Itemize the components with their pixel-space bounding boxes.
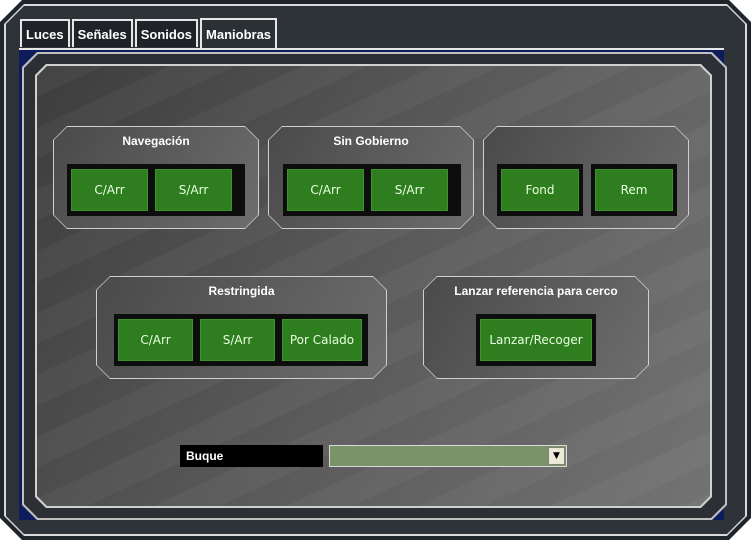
group-lanzar-referencia: Lanzar referencia para cerco Lanzar/Reco… <box>423 276 649 379</box>
sin-gobierno-carr-button[interactable]: C/Arr <box>287 169 364 211</box>
buque-select[interactable]: ▼ <box>329 445 567 467</box>
group-title: Sin Gobierno <box>333 134 409 148</box>
tab-senales[interactable]: Señales <box>71 19 133 47</box>
navegacion-sarr-button[interactable]: S/Arr <box>155 169 232 211</box>
group-title: Lanzar referencia para cerco <box>454 284 618 298</box>
button-row: C/Arr S/Arr <box>283 164 461 216</box>
sin-gobierno-sarr-button[interactable]: S/Arr <box>371 169 448 211</box>
tab-sonidos[interactable]: Sonidos <box>134 19 199 47</box>
lanzar-recoger-button[interactable]: Lanzar/Recoger <box>480 319 592 361</box>
rem-button[interactable]: Rem <box>595 169 673 211</box>
buque-label: Buque <box>180 445 323 467</box>
restringida-carr-button[interactable]: C/Arr <box>118 319 193 361</box>
group-fondeo: Fond Rem <box>483 126 689 229</box>
button-row: C/Arr S/Arr <box>67 164 245 216</box>
fond-button[interactable]: Fond <box>501 169 579 211</box>
tab-luces[interactable]: Luces <box>20 19 70 47</box>
group-restringida: Restringida C/Arr S/Arr Por Calado <box>96 276 387 379</box>
button-row: Fond Rem <box>497 164 677 216</box>
group-title: Restringida <box>208 284 275 298</box>
chevron-down-icon[interactable]: ▼ <box>548 447 565 465</box>
por-calado-button[interactable]: Por Calado <box>282 319 362 361</box>
button-row: Lanzar/Recoger <box>476 314 596 366</box>
fond-button-frame: Fond <box>497 164 583 216</box>
rem-button-frame: Rem <box>591 164 677 216</box>
group-title: Navegación <box>122 134 190 148</box>
group-navegacion: Navegación C/Arr S/Arr <box>53 126 259 229</box>
tab-maniobras[interactable]: Maniobras <box>200 18 278 49</box>
button-row: C/Arr S/Arr Por Calado <box>114 314 368 366</box>
restringida-sarr-button[interactable]: S/Arr <box>200 319 275 361</box>
navegacion-carr-button[interactable]: C/Arr <box>71 169 148 211</box>
group-sin-gobierno: Sin Gobierno C/Arr S/Arr <box>268 126 474 229</box>
tab-bar: Luces Señales Sonidos Maniobras <box>20 18 279 49</box>
